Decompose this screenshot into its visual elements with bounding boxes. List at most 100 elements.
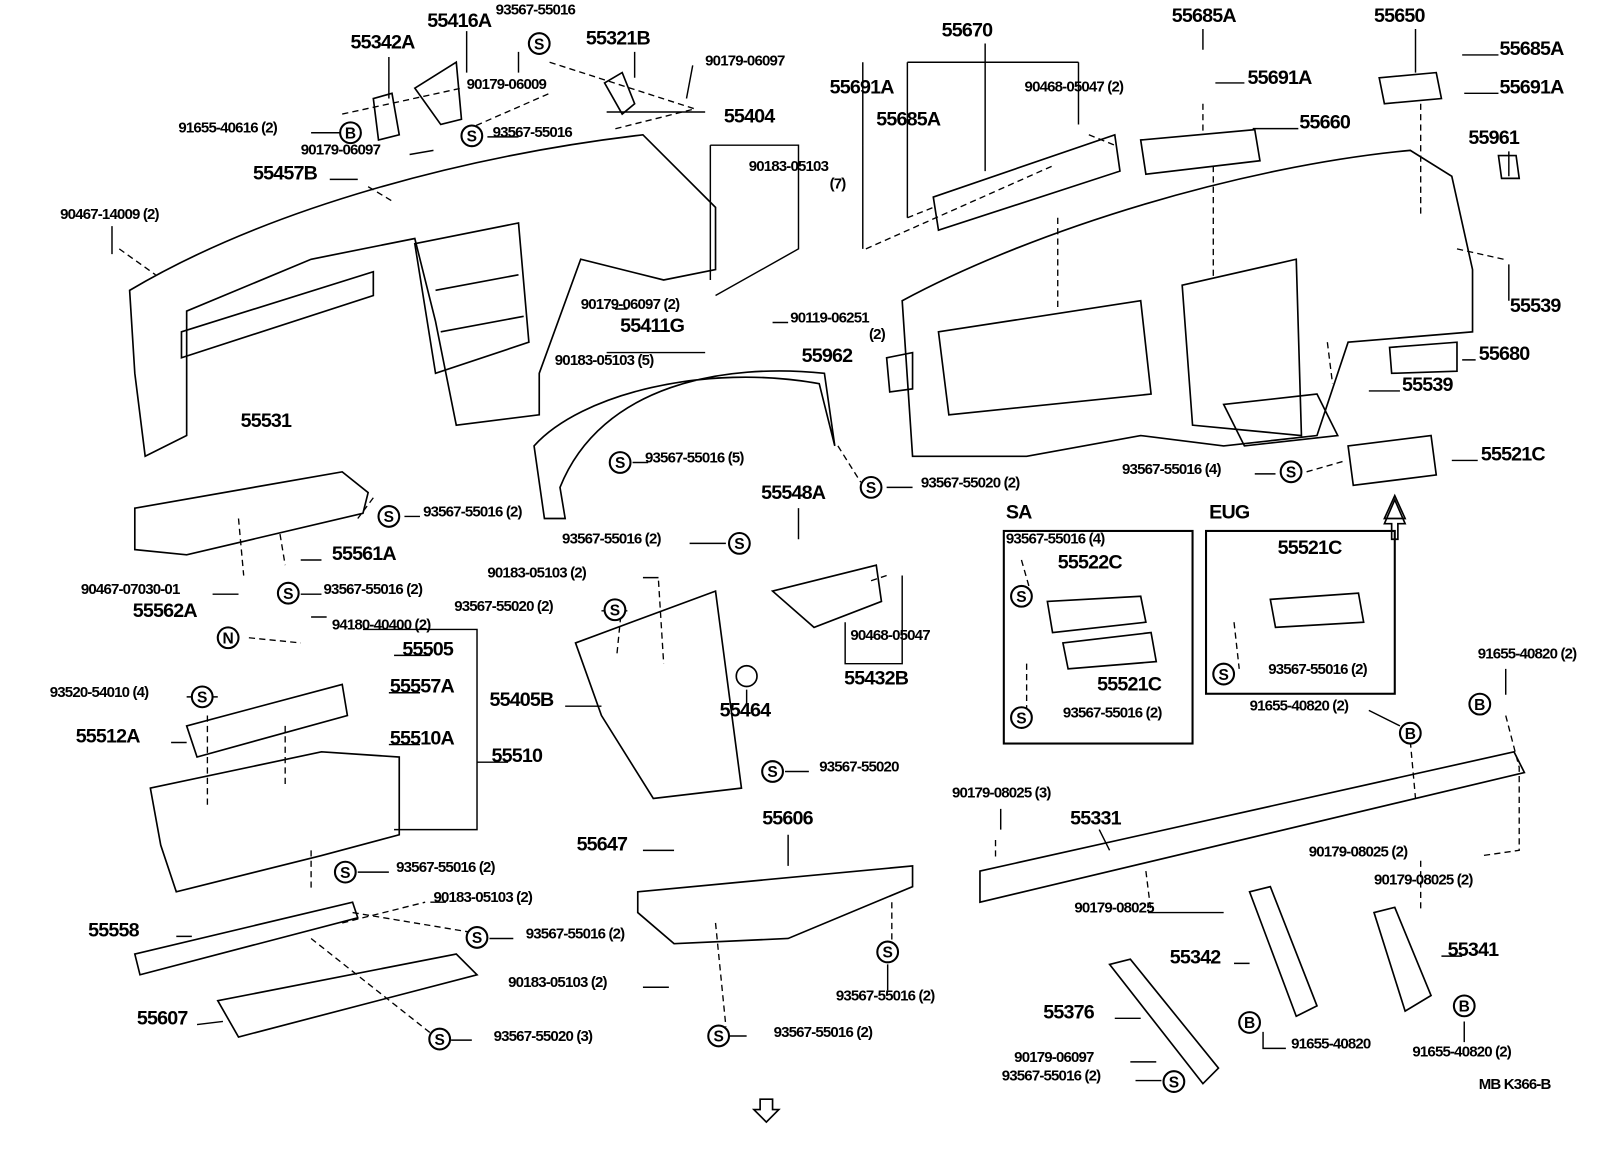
part-number-label: 90183-05103 [749,158,829,175]
part-number-label: 91655-40616 (2) [178,120,277,137]
part-number-label: 55961 [1468,127,1519,149]
part-number-label: 55558 [88,919,139,941]
part-number-label: 55561A [332,543,397,565]
next-page-arrow-icon[interactable] [751,1098,781,1124]
symbol-letter: S [866,480,876,497]
part-number-label: 55531 [241,410,292,432]
part-number-label: 90183-05103 (2) [487,565,586,582]
part-number-label: 55331 [1070,807,1121,829]
part-number-label: 93567-55016 (2) [774,1024,873,1041]
fastener-symbol-icon: N [216,626,240,650]
fastener-symbol-icon: B [1238,1011,1261,1034]
part-number-label: 55539 [1402,374,1453,396]
fastener-symbol-icon: S [1279,460,1303,484]
part-number-label: 93567-55020 (3) [494,1028,593,1045]
symbol-letter: S [197,690,207,707]
part-number-label: (7) [830,176,847,193]
part-number-label: 90467-14009 (2) [60,206,159,223]
part-number-label: 91655-40820 (2) [1250,697,1349,714]
symbol-letter: S [1218,667,1228,684]
symbol-letter: S [734,536,744,553]
fastener-symbol-icon: S [1010,584,1033,608]
symbol-letter: S [1016,710,1026,727]
part-number-label: 55321B [586,28,651,50]
fastener-symbol-icon: S [465,926,489,949]
part-number-label: 55411G [620,315,685,337]
fastener-symbol-icon: S [876,940,900,964]
part-number-label: 90468-05047 [850,627,930,644]
symbol-letter: B [1405,726,1416,743]
part-number-label: 55691A [1500,76,1565,98]
part-number-label: 93567-55016 (4) [1122,461,1221,478]
part-number-label: (2) [869,326,886,343]
part-number-label: 90179-08025 (2) [1309,844,1408,861]
lower-panel-55531 [133,470,370,556]
part-number-label: 55647 [577,833,628,855]
part-number-label: 93567-55016 (5) [645,450,744,467]
center-vent [932,133,1121,232]
fastener-symbol-icon: S [608,451,632,474]
part-number-label: 90468-05047 (2) [1025,78,1124,95]
part-number-label: 94180-40400 (2) [332,616,431,633]
fastener-symbol-icon: B [339,121,362,145]
part-number-label: 90179-06097 [301,142,381,159]
part-number-label: 90179-06097 (2) [581,296,680,313]
symbol-letter: S [1169,1074,1179,1091]
part-number-label: 93567-55016 [496,2,576,19]
symbol-letter: S [1016,589,1026,606]
part-number-label: 93567-55016 (2) [396,859,495,876]
part-number-label: 55962 [802,345,853,367]
part-number-label: 55685A [1172,5,1237,27]
part-number-label: 55562A [133,600,198,622]
part-number-label: 55660 [1299,112,1350,134]
part-number-label: 55521C [1278,537,1343,559]
fastener-symbol-icon: S [460,124,484,148]
fastener-symbol-icon: S [190,685,214,709]
part-number-label: 90179-06097 [705,52,785,69]
part-number-label: 93567-55016 (2) [324,581,423,598]
part-number-label: SA [1006,501,1032,523]
part-number-label: 55539 [1510,295,1561,317]
glove-box [149,750,401,893]
fastener-symbol-icon: S [276,581,300,605]
instrument-panel-right [901,149,1474,458]
part-number-label: 90183-05103 (2) [433,889,532,906]
fastener-symbol-icon: B [1452,994,1476,1018]
fastener-symbol-icon: S [1162,1070,1186,1093]
symbol-letter: N [223,630,234,647]
instrument-panel-reinforcement [979,750,1526,904]
fastener-symbol-icon: B [1398,721,1422,745]
drawing-code: MB K366-B [1479,1076,1552,1093]
part-number-label: 93567-55016 (4) [1006,530,1105,547]
part-number-label: 55548A [761,482,826,504]
symbol-letter: S [472,930,482,947]
part-number-label: 90183-05103 (2) [508,974,607,991]
symbol-letter: S [283,586,293,603]
part-number-label: 93567-55016 (2) [562,530,661,547]
part-number-label: 93567-55016 (2) [1002,1068,1101,1085]
part-number-label: 90179-06009 [467,76,547,93]
fastener-symbol-icon: S [428,1027,452,1051]
part-number-label: 93567-55016 (2) [1063,705,1162,722]
part-number-label: 55510 [492,745,543,767]
part-number-label: EUG [1209,501,1250,523]
part-number-label: 90467-07030-01 [81,581,180,598]
part-number-label: 91655-40820 (2) [1478,645,1577,662]
part-number-label: 93567-55016 (2) [836,988,935,1005]
cap-55464 [735,664,758,688]
part-number-label: 55341 [1448,939,1499,961]
part-number-label: 55685A [1500,38,1565,60]
fastener-symbol-icon: S [603,598,627,622]
part-number-label: 93567-55016 (2) [1268,661,1367,678]
part-number-label: 93567-55016 (2) [423,503,522,520]
fastener-symbol-icon: S [859,475,883,499]
part-number-label: 55457B [253,162,318,184]
fastener-symbol-icon: S [727,531,751,555]
part-number-label: 55607 [137,1008,188,1030]
symbol-letter: S [534,36,544,53]
symbol-letter: S [882,945,892,962]
part-number-label: 90179-08025 (2) [1374,872,1473,889]
symbol-letter: B [1244,1015,1255,1032]
